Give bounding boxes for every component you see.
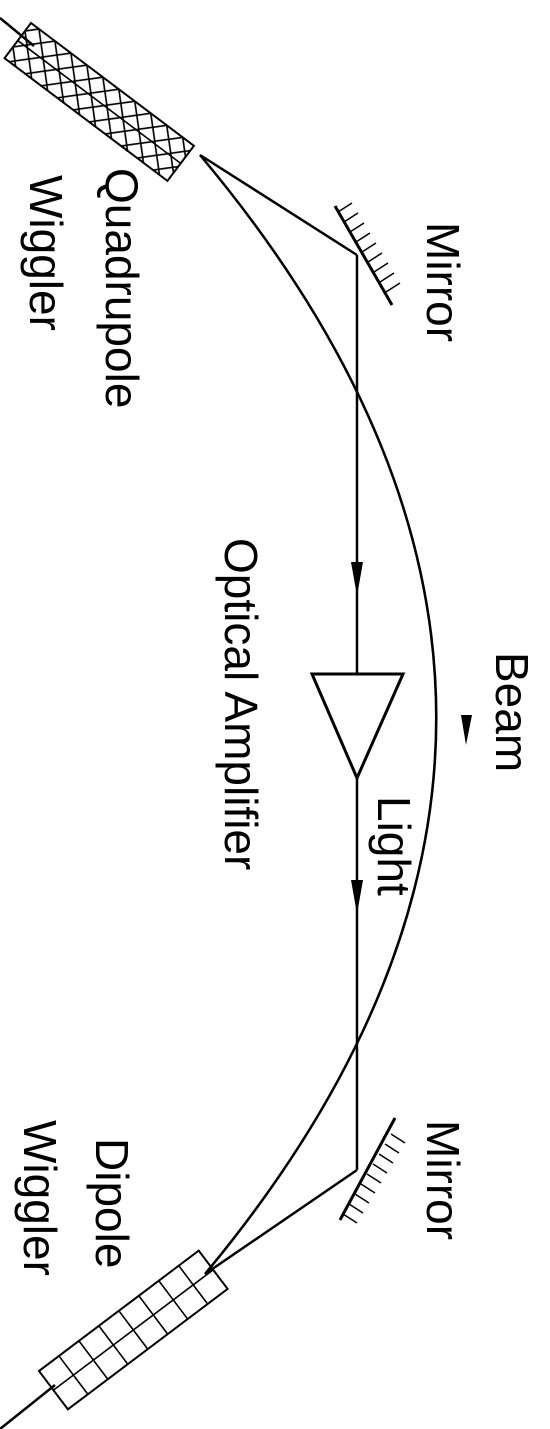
beam-label: Beam xyxy=(486,652,538,772)
quadrupole-wiggler xyxy=(0,17,196,183)
quadrupole-label-line2: Wiggler xyxy=(20,175,72,331)
light-label: Light xyxy=(368,796,420,896)
dipole-label-line2: Wiggler xyxy=(14,1120,66,1276)
light-arrowhead-upper xyxy=(351,562,363,596)
quadrupole-label: Quadrupole xyxy=(96,168,148,408)
optical-amplifier-label: Optical Amplifier xyxy=(215,538,267,870)
beam-path xyxy=(199,154,438,1275)
optical-amplifier-triangle xyxy=(309,672,406,782)
beam-arrowhead xyxy=(461,715,472,745)
mirror-top xyxy=(333,202,401,306)
mirror-bottom-label: Mirror xyxy=(417,1120,469,1240)
light-to-dipole xyxy=(204,1168,358,1276)
dipole-label: Dipole xyxy=(86,1138,138,1268)
light-arrowhead-lower xyxy=(351,880,363,914)
mirror-bottom xyxy=(338,1117,406,1224)
light-from-quadrupole xyxy=(199,153,358,257)
dipole-wiggler xyxy=(0,1249,230,1429)
mirror-top-label: Mirror xyxy=(417,222,469,342)
